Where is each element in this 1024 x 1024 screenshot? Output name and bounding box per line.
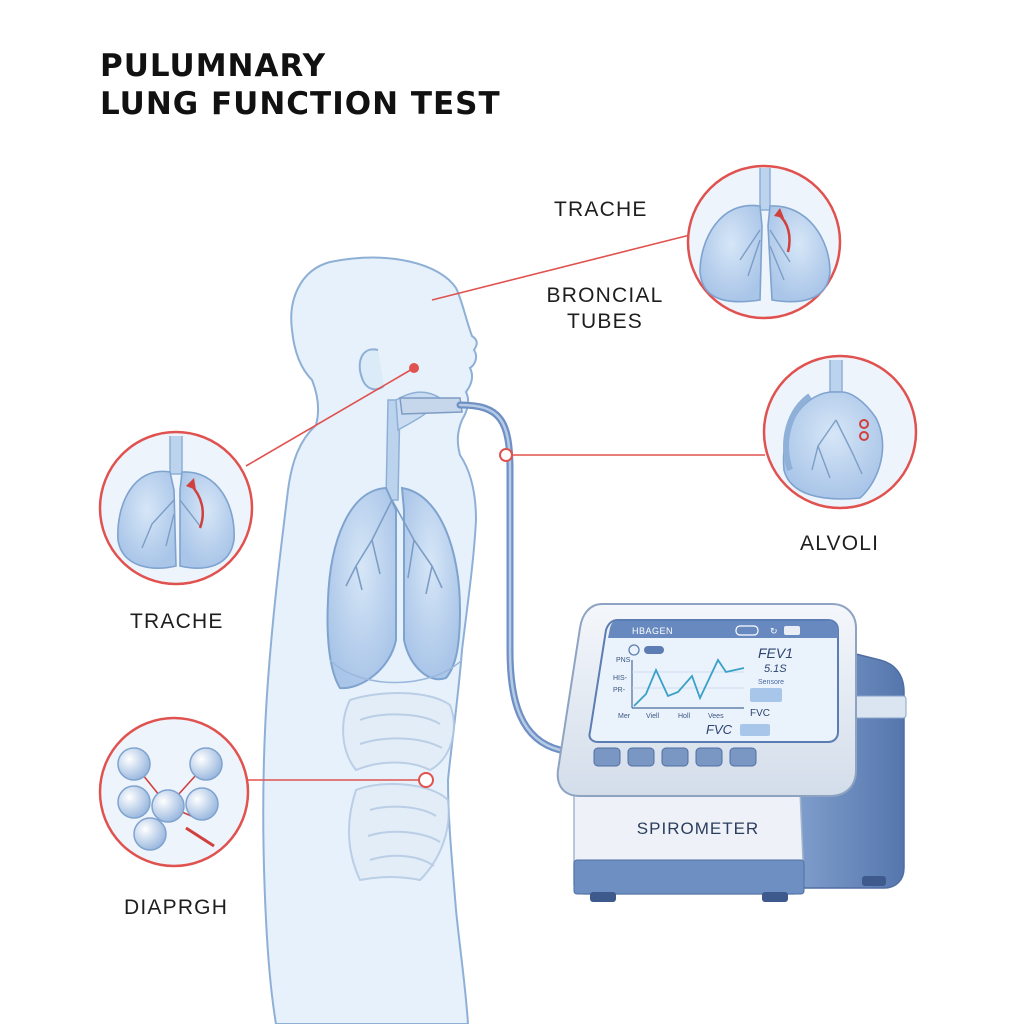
fvc-bar <box>740 724 770 736</box>
status-icon <box>628 644 640 656</box>
label-broncial-line2: TUBES <box>566 310 643 333</box>
refresh-icon: ↻ <box>770 626 778 636</box>
alveolus-sphere <box>117 747 151 781</box>
callout-lines <box>245 234 765 781</box>
control-button[interactable] <box>695 747 723 767</box>
control-button[interactable] <box>627 747 655 767</box>
alveolus-sphere <box>185 787 219 821</box>
callout-line-trache-top <box>431 234 691 301</box>
y-tick: HIS- <box>613 675 628 682</box>
x-tick: Vees <box>708 713 724 720</box>
lung-right <box>400 486 462 681</box>
toggle-icon <box>644 646 664 654</box>
intestines <box>342 692 455 882</box>
callout-dot-hose <box>499 448 513 462</box>
callout-circle-diaprgh <box>98 716 250 868</box>
foot <box>590 892 616 902</box>
foot <box>862 876 886 886</box>
label-diaprgh: DIAPRGH <box>124 896 229 919</box>
alveolus-sphere <box>133 817 167 851</box>
label-broncial-tubes: BRONCIAL TUBES <box>540 284 670 334</box>
alveolus-sphere <box>151 789 185 823</box>
diaphragm-line <box>329 659 463 684</box>
fev1-label: FEV1 <box>758 645 793 661</box>
callout-dot-abdomen <box>418 772 434 788</box>
hose-highlight <box>458 403 562 752</box>
fvc-label-right: FVC <box>750 708 770 719</box>
control-button[interactable] <box>593 747 621 767</box>
x-tick: Holl <box>678 713 691 720</box>
y-tick: PNS <box>616 657 631 664</box>
fev1-bar <box>750 688 782 702</box>
page-title-line1: PULUMNARY <box>100 48 327 84</box>
spirometer-device: SPIROMETER HBAGEN ↻ PNS HIS- PR- Mer Vie… <box>556 603 907 902</box>
fev1-sub: Sensore <box>758 679 784 686</box>
alveolus-sphere <box>117 785 151 819</box>
page-title-line2: LUNG FUNCTION TEST <box>100 86 501 122</box>
x-tick: Mer <box>618 713 631 720</box>
control-button[interactable] <box>661 747 689 767</box>
control-buttons <box>593 747 757 767</box>
label-trache-top: TRACHE <box>554 198 648 221</box>
fvc-label-bottom: FVC <box>706 722 733 737</box>
callout-line-trache-left <box>245 367 415 467</box>
label-alvoli: ALVOLI <box>800 532 880 555</box>
fev1-value: 5.1S <box>764 663 787 675</box>
alveolus-sphere <box>189 747 223 781</box>
callout-dot-face <box>409 363 419 373</box>
callout-circle-trache-top <box>686 164 842 320</box>
x-tick: Viell <box>646 713 660 720</box>
callout-circle-alvoli <box>762 354 918 510</box>
control-button[interactable] <box>729 747 757 767</box>
foot <box>762 892 788 902</box>
screen-header: HBAGEN <box>632 626 673 636</box>
label-trache-left: TRACHE <box>130 610 224 633</box>
spirometer-label: SPIROMETER <box>637 819 759 838</box>
y-tick: PR- <box>613 687 626 694</box>
flow-curve <box>633 658 745 707</box>
mouthpiece <box>399 397 463 415</box>
human-figure <box>262 256 564 1024</box>
callout-circle-trache-left <box>98 430 254 586</box>
label-broncial-line1: BRONCIAL <box>546 284 664 307</box>
bronchial-tree <box>345 499 443 595</box>
